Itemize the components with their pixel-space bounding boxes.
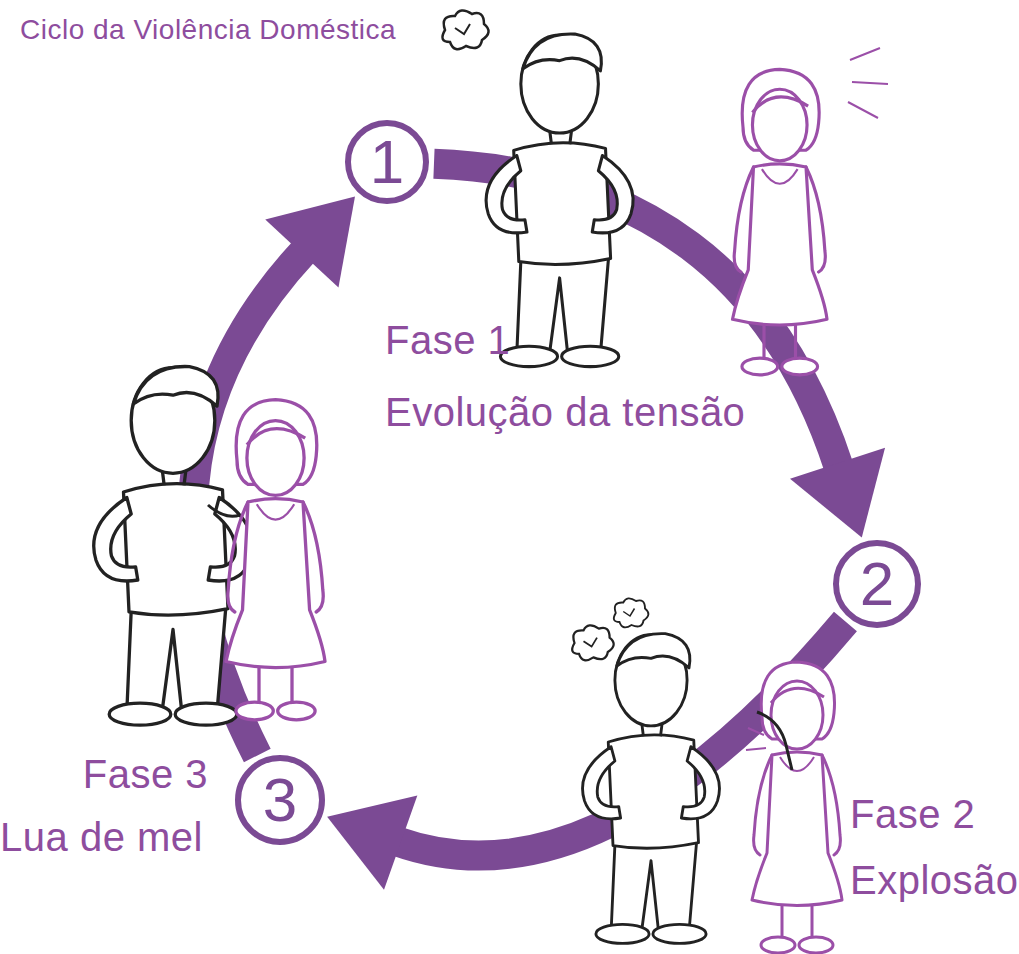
phase2-fist — [757, 712, 792, 770]
phase2-man — [583, 634, 720, 944]
phase2-woman — [752, 662, 842, 953]
embrace-arm — [208, 505, 240, 516]
phase2-puff — [614, 598, 649, 627]
callout-number: 1 — [344, 119, 430, 205]
phase-label: Fase 3 — [83, 752, 208, 796]
phase-number-circle: 2 — [832, 539, 922, 629]
phase-number-circle: 1 — [344, 119, 430, 205]
phase1-puff — [442, 10, 488, 49]
impact-lines — [746, 728, 766, 750]
phase-label: Fase 1 — [385, 318, 510, 362]
callout-number: 3 — [234, 754, 326, 846]
phase-label: Fase 2 — [850, 792, 975, 836]
diagram-title: Ciclo da Violência Doméstica — [20, 14, 396, 46]
phase2-puff — [572, 625, 614, 660]
phase3-man — [94, 366, 253, 725]
shock-lines — [848, 48, 888, 118]
phase1-man — [486, 34, 633, 367]
phase-label: Evolução da tensão — [385, 390, 745, 434]
callout-number: 2 — [832, 539, 922, 629]
arrow-head — [790, 448, 885, 538]
phase3-woman — [226, 400, 325, 720]
phase-label: Explosão — [850, 858, 1019, 902]
phase-label: Lua de mel — [0, 815, 203, 859]
arrow-head — [265, 196, 355, 287]
phase1-woman — [733, 69, 828, 375]
arrow-head — [327, 796, 417, 890]
phase-number-circle: 3 — [234, 754, 326, 846]
